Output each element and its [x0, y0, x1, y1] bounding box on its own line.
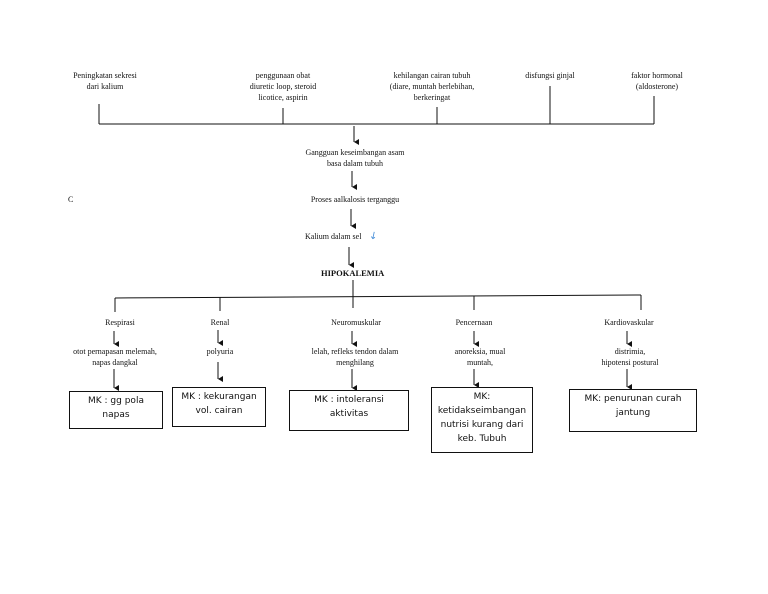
- mk-box-pencernaan: MK: ketidakseimbangan nutrisi kurang dar…: [431, 387, 533, 453]
- flow-step-2: Proses aalkalosis terganggu: [310, 195, 400, 204]
- branch-4-label: Pencernaan: [455, 318, 493, 327]
- mk-box-renal: MK : kekurangan vol. cairan: [172, 387, 266, 427]
- branch-3-effect: lelah, refleks tendon dalam menghilang: [311, 347, 399, 367]
- flow-step-1: Gangguan keseimbangan asam basa dalam tu…: [305, 148, 405, 168]
- branch-2-label: Renal: [210, 318, 230, 327]
- branch-2-effect: polyuria: [206, 347, 234, 356]
- decrease-arrow-icon: ↓: [368, 230, 379, 243]
- cause-3: kehilangan cairan tubuh (diare, muntah b…: [389, 71, 475, 102]
- cause-1: Peningkatan sekresi dari kalium: [73, 71, 137, 91]
- cause-5: faktor hormonal (aldosterone): [631, 71, 683, 91]
- branch-5-label: Kardiovaskular: [604, 318, 654, 327]
- flow-step-3: Kalium dalam sel ↓: [305, 230, 379, 243]
- cause-2: penggunaan obat diuretic loop, steroid l…: [249, 71, 317, 102]
- hypokalemia-title: HIPOKALEMIA: [321, 268, 385, 278]
- mk-box-neuromuskular: MK : intoleransi aktivitas: [289, 390, 409, 431]
- branch-1-label: Respirasi: [105, 318, 135, 327]
- branch-4-effect: anoreksia, mual muntah,: [454, 347, 506, 367]
- branch-5-effect: distrimia, hipotensi postural: [601, 347, 659, 367]
- side-letter: C: [68, 195, 74, 204]
- cause-4: disfungsi ginjal: [525, 71, 575, 80]
- mk-box-respirasi: MK : gg pola napas: [69, 391, 163, 429]
- branch-collector-line: [114, 294, 642, 299]
- mk-box-kardiovaskular: MK: penurunan curah jantung: [569, 389, 697, 432]
- branch-3-label: Neuromuskular: [331, 318, 381, 327]
- branch-1-effect: otot pernapasan melemah, napas dangkal: [73, 347, 157, 367]
